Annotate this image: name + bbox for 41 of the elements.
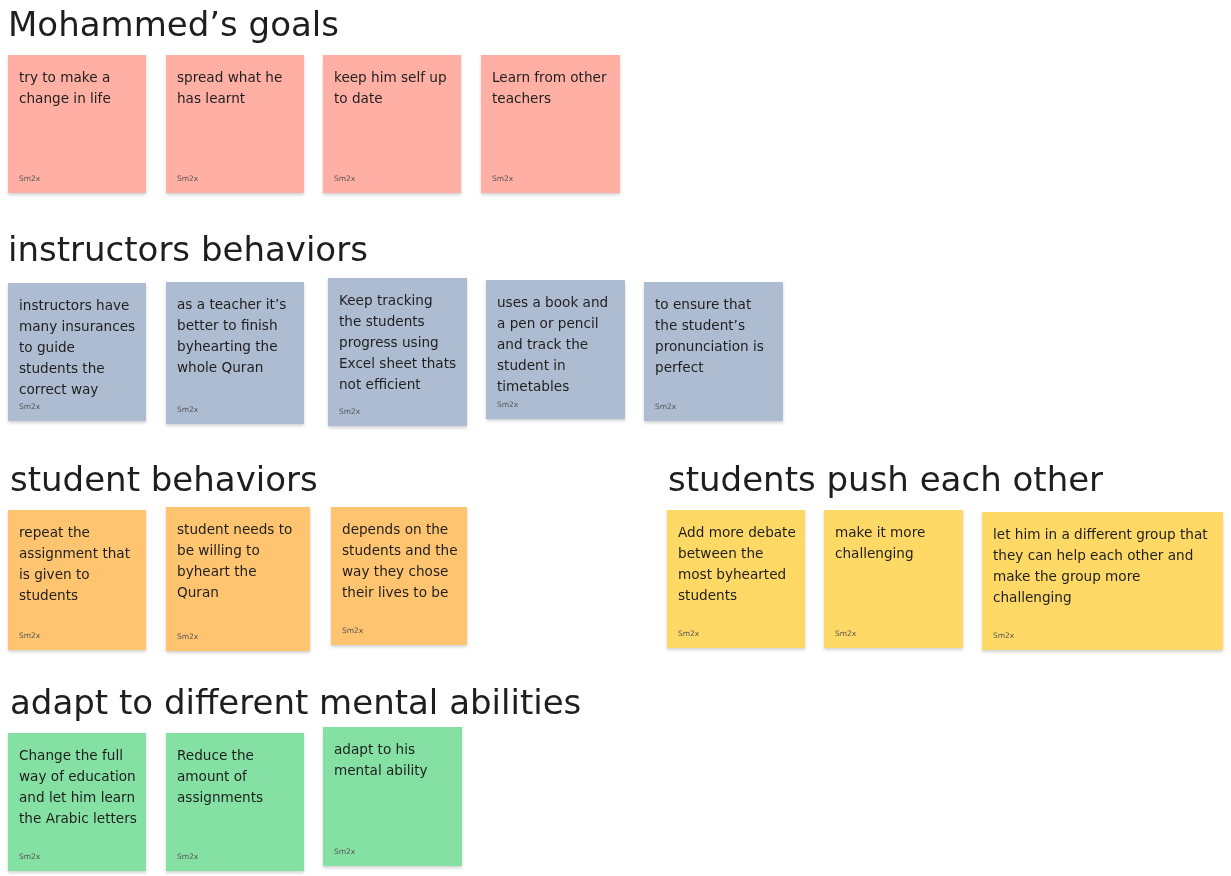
note-text: Add more debate between the most byhearted students xyxy=(678,523,797,605)
section-heading: instructors behaviors xyxy=(8,229,368,269)
note-text: student needs to be willing to byheart the Quran xyxy=(177,520,294,602)
sticky-note xyxy=(8,733,146,871)
note-text: try to make a change in life xyxy=(19,68,112,108)
sticky-note xyxy=(166,282,304,424)
sticky-note xyxy=(166,55,304,193)
note-text: spread what he has learnt xyxy=(177,68,284,108)
section-heading: students push each other xyxy=(668,459,1104,499)
note-text: Reduce the amount of assignments xyxy=(177,746,265,807)
sticky-note xyxy=(481,55,620,193)
sticky-note xyxy=(166,733,304,871)
section-heading: adapt to different mental abilities xyxy=(10,682,582,722)
sticky-note xyxy=(8,283,146,421)
note-text: let him in a different group that they can help each other and make the group more challenging xyxy=(993,525,1209,607)
sticky-note xyxy=(486,280,625,419)
sticky-note xyxy=(8,55,146,193)
note-text: Learn from other teachers xyxy=(492,68,608,108)
sticky-note xyxy=(824,510,963,648)
note-text: keep him self up to date xyxy=(334,68,448,108)
sticky-note xyxy=(667,510,805,648)
note-text: Keep tracking the students progress using Excel sheet thats not efficient xyxy=(339,291,458,394)
note-text: depends on the students and the way they chose their lives to be xyxy=(342,520,459,602)
sticky-note xyxy=(8,510,146,650)
note-text: make it more challenging xyxy=(835,523,927,563)
note-text: to ensure that the student’s pronunciation is perfect xyxy=(655,295,765,377)
sticky-note xyxy=(323,727,462,866)
note-text: instructors have many insurances to guide students the correct way xyxy=(19,296,137,399)
note-text: uses a book and a pen or pencil and track the student in timetables xyxy=(497,293,610,396)
note-text: adapt to his mental ability xyxy=(334,740,429,780)
note-text: as a teacher it’s better to finish byhearting the whole Quran xyxy=(177,295,288,377)
sticky-note xyxy=(982,512,1223,650)
sticky-note xyxy=(166,507,310,651)
section-heading: Mohammed’s goals xyxy=(8,4,339,44)
sticky-note xyxy=(331,507,467,645)
note-text: repeat the assignment that is given to students xyxy=(19,523,131,605)
sticky-note xyxy=(644,282,783,421)
sticky-note xyxy=(328,278,467,426)
note-text: Change the full way of education and let him learn the Arabic letters xyxy=(19,746,138,828)
section-heading: student behaviors xyxy=(10,459,318,499)
sticky-note xyxy=(323,55,461,193)
